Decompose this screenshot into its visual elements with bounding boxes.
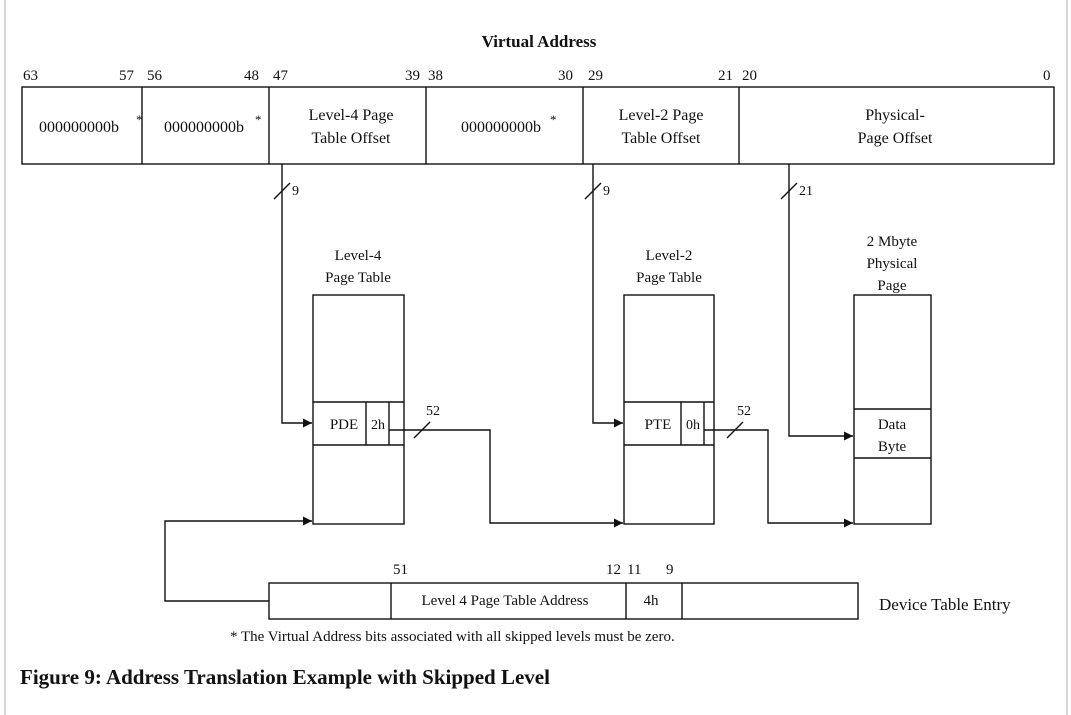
- physical-page: 2 Mbyte Physical Page Data Byte: [853, 234, 932, 525]
- level2-offset-arrow: [592, 164, 623, 428]
- level4-table-label-line2: Page Table: [325, 270, 391, 286]
- level2-offset-width: 9: [603, 184, 610, 199]
- level4-offset-width: 9: [292, 184, 299, 199]
- bit-47: 47: [273, 68, 289, 84]
- physical-offset-arrow: [788, 164, 853, 441]
- bit-20: 20: [742, 68, 757, 84]
- figure-frame: [4, 0, 1068, 715]
- dte-address-field: Level 4 Page Table Address: [422, 593, 589, 609]
- level4-page-table: Level-4 Page Table PDE 2h: [312, 248, 405, 525]
- bit-30: 30: [558, 68, 573, 84]
- pde-entry: PDE: [330, 417, 358, 433]
- figure-caption: Figure 9: Address Translation Example wi…: [20, 665, 550, 689]
- bit-63: 63: [23, 68, 38, 84]
- level4-offset-field-line1: Level-4 Page: [309, 107, 394, 124]
- physical-page-label-line3: Page: [877, 278, 907, 294]
- physical-page-label-line1: 2 Mbyte: [867, 234, 918, 250]
- dte-to-level4-arrow: [164, 516, 312, 602]
- offset-connectors: 9 9 21: [273, 164, 853, 441]
- zero-field-56-48-asterisk: *: [255, 112, 262, 127]
- pde-next-level: 2h: [371, 418, 385, 433]
- dte-name-label: Device Table Entry: [879, 595, 1011, 614]
- zero-field-56-48: 000000000b: [164, 119, 244, 136]
- pte-pointer-width: 52: [737, 404, 751, 419]
- zero-field-38-30-asterisk: *: [550, 112, 557, 127]
- level2-offset-field-line1: Level-2 Page: [619, 107, 704, 124]
- dte-bit-11: 11: [627, 562, 641, 578]
- level4-table-box: [312, 294, 405, 525]
- dte-box: [268, 582, 859, 620]
- virtual-address-register: 000000000b * 000000000b * Level-4 Page T…: [21, 86, 1055, 165]
- bit-0: 0: [1043, 68, 1051, 84]
- data-byte-line2: Byte: [878, 439, 907, 455]
- zero-field-63-57-asterisk: *: [136, 112, 143, 127]
- physical-offset-width: 21: [799, 184, 813, 199]
- level4-table-label-line1: Level-4: [335, 248, 382, 264]
- data-byte-line1: Data: [878, 417, 907, 433]
- bit-56: 56: [147, 68, 163, 84]
- pde-pointer-width: 52: [426, 404, 440, 419]
- pte-next-level: 0h: [686, 418, 700, 433]
- device-table-entry: 51 12 11 9 Level 4 Page Table Address 4h…: [268, 562, 1011, 620]
- bit-48: 48: [244, 68, 259, 84]
- level4-offset-field-line2: Table Offset: [312, 130, 392, 147]
- pde-to-level2-arrow: [389, 429, 623, 528]
- pte-to-physical-arrow: [704, 429, 853, 528]
- dte-bit-12: 12: [606, 562, 621, 578]
- bit-38: 38: [428, 68, 443, 84]
- register-outline: [21, 86, 1055, 165]
- zero-field-63-57: 000000000b: [39, 119, 119, 136]
- level2-table-label-line1: Level-2: [646, 248, 693, 264]
- dte-mode-field: 4h: [644, 593, 660, 609]
- level2-table-box: [623, 294, 715, 525]
- footnote: * The Virtual Address bits associated wi…: [230, 629, 675, 645]
- bit-position-labels: 63 57 56 48 47 39 38 30 29 21 20 0: [23, 68, 1051, 84]
- pointer-connectors: 52 52: [164, 404, 853, 602]
- bit-57: 57: [119, 68, 135, 84]
- physical-offset-field-line2: Page Offset: [858, 130, 933, 147]
- bit-21: 21: [718, 68, 733, 84]
- physical-page-label-line2: Physical: [867, 256, 918, 272]
- physical-offset-field-line1: Physical-: [865, 107, 925, 124]
- zero-field-38-30: 000000000b: [461, 119, 541, 136]
- level4-offset-arrow: [281, 164, 312, 428]
- dte-bit-51: 51: [393, 562, 408, 578]
- level2-offset-field-line2: Table Offset: [622, 130, 702, 147]
- level2-table-label-line2: Page Table: [636, 270, 702, 286]
- diagram-title: Virtual Address: [482, 32, 597, 51]
- pte-entry: PTE: [645, 417, 672, 433]
- bit-29: 29: [588, 68, 603, 84]
- dte-bit-9: 9: [666, 562, 674, 578]
- level2-page-table: Level-2 Page Table PTE 0h: [623, 248, 715, 525]
- bit-39: 39: [405, 68, 420, 84]
